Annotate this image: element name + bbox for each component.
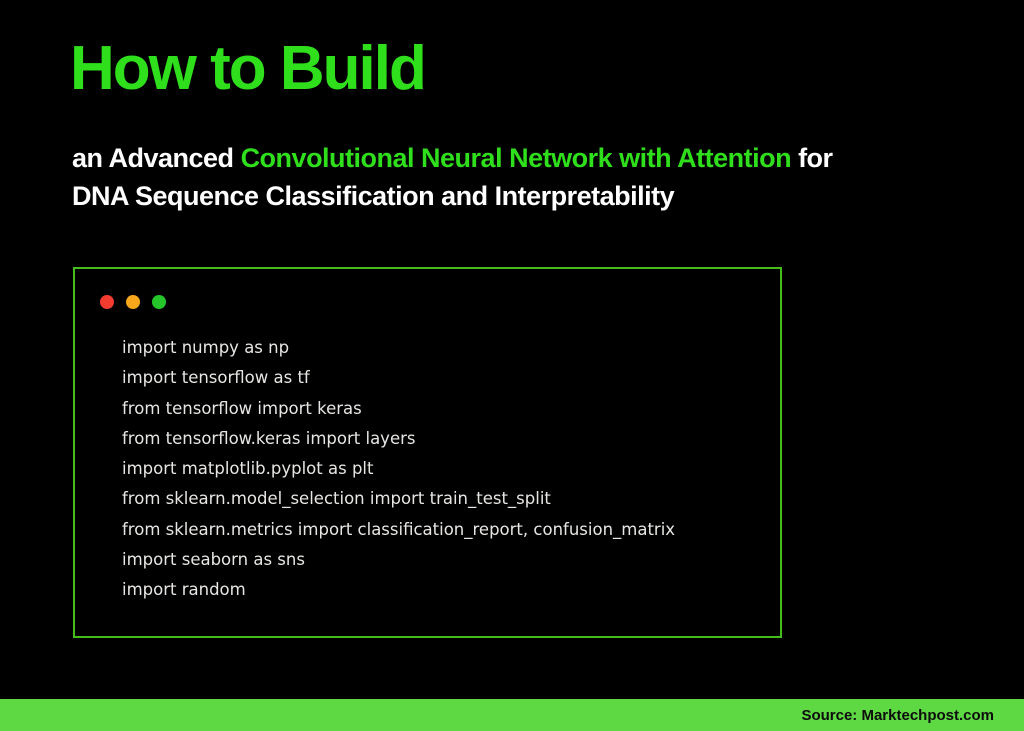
code-window: import numpy as np import tensorflow as … <box>73 267 782 638</box>
subtitle-line2: DNA Sequence Classification and Interpre… <box>72 181 675 211</box>
code-line: from tensorflow.keras import layers <box>122 428 416 448</box>
footer-bar: Source: Marktechpost.com <box>0 699 1024 731</box>
window-controls <box>100 295 166 309</box>
traffic-light-green-icon <box>152 295 166 309</box>
code-line: import matplotlib.pyplot as plt <box>122 459 374 479</box>
source-label: Source: Marktechpost.com <box>801 706 994 724</box>
code-line: import tensorflow as tf <box>122 368 310 388</box>
traffic-light-red-icon <box>100 295 114 309</box>
subtitle-highlight: Convolutional Neural Network with Attent… <box>240 143 792 173</box>
traffic-light-yellow-icon <box>126 295 140 309</box>
code-line: from sklearn.metrics import classificati… <box>122 519 676 539</box>
page-subtitle: an Advanced Convolutional Neural Network… <box>72 139 992 215</box>
subtitle-suffix: for <box>791 143 833 173</box>
code-line: from sklearn.model_selection import trai… <box>122 489 551 509</box>
subtitle-prefix: an Advanced <box>72 143 241 173</box>
code-line: from tensorflow import keras <box>122 398 362 418</box>
page-title: How to Build <box>70 34 427 103</box>
code-line: import random <box>122 580 246 600</box>
code-line: import numpy as np <box>122 338 290 357</box>
code-line: import seaborn as sns <box>122 550 305 570</box>
code-block: import numpy as np import tensorflow as … <box>122 333 675 606</box>
